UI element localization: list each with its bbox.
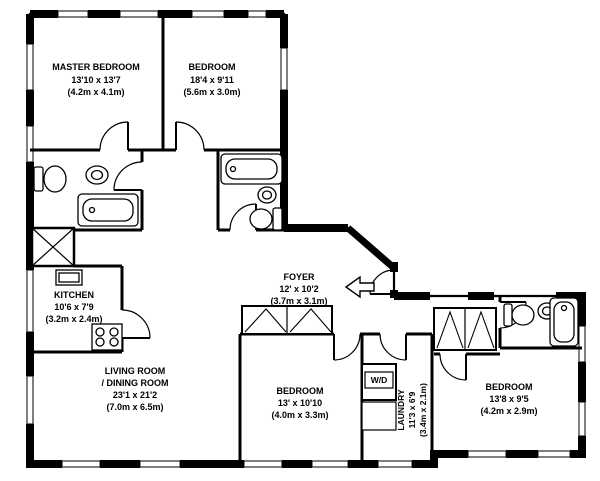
room-dim-imperial: 13'8 x 9'5 [489, 394, 528, 404]
closet-bedroom-middle [241, 305, 333, 335]
room-dim-imperial: 23'1 x 21'2 [113, 390, 157, 400]
closet-bedroom-right [433, 307, 497, 351]
room-name-line1: LIVING ROOM [105, 366, 166, 376]
kitchen-sink-icon [55, 269, 83, 286]
toilet-icon [33, 165, 67, 193]
room-dim-metric: (4.2m x 4.1m) [67, 87, 124, 97]
room-dim-imperial: 11'3 x 6'9 [407, 391, 417, 428]
room-label-kitchen: KITCHEN 10'6 x 7'9 (3.2m x 2.4m) [45, 290, 102, 324]
room-dim-metric: (4.0m x 3.3m) [271, 410, 328, 420]
windows [26, 10, 586, 468]
room-name: FOYER [283, 272, 315, 282]
room-name: BEDROOM [277, 386, 324, 396]
room-dim-metric: (5.6m x 3.0m) [183, 87, 240, 97]
sink-icon [85, 165, 109, 185]
room-dim-imperial: 13'10 x 13'7 [71, 75, 120, 85]
toilet-icon [249, 207, 283, 231]
room-dim-metric: (3.4m x 2.1m) [418, 383, 428, 437]
bathtub-icon [77, 193, 139, 227]
room-name: BEDROOM [189, 62, 236, 72]
wall-poche [26, 10, 586, 468]
room-dim-metric: (7.0m x 6.5m) [106, 402, 163, 412]
bathtub-icon [220, 153, 283, 185]
room-name: MASTER BEDROOM [52, 62, 140, 72]
stove-icon [91, 323, 123, 351]
room-label-laundry: LAUNDRY 11'3 x 6'9 (3.4m x 2.1m) [396, 383, 428, 437]
room-dim-imperial: 10'6 x 7'9 [54, 302, 93, 312]
washer-dryer-label: W/D [371, 375, 388, 385]
toilet-icon [503, 303, 535, 327]
room-label-bedroom-middle: BEDROOM 13' x 10'10 (4.0m x 3.3m) [271, 386, 328, 420]
room-name: KITCHEN [54, 290, 94, 300]
room-dim-imperial: 12' x 10'2 [279, 284, 318, 294]
room-dim-imperial: 13' x 10'10 [278, 398, 322, 408]
room-name: BEDROOM [486, 382, 533, 392]
room-dim-metric: (3.2m x 2.4m) [45, 314, 102, 324]
room-dim-metric: (4.2m x 2.9m) [480, 406, 537, 416]
room-name: LAUNDRY [396, 389, 406, 431]
room-label-bedroom-right: BEDROOM 13'8 x 9'5 (4.2m x 2.9m) [480, 382, 537, 416]
sink-icon [257, 186, 277, 204]
entry-arrow-icon [344, 275, 375, 299]
washer-dryer-box: W/D [361, 363, 397, 431]
room-dim-metric: (3.7m x 3.1m) [270, 296, 327, 306]
elevator-shaft [30, 226, 76, 268]
room-label-master-bedroom: MASTER BEDROOM 13'10 x 13'7 (4.2m x 4.1m… [52, 62, 140, 97]
room-label-foyer: FOYER 12' x 10'2 (3.7m x 3.1m) [270, 272, 327, 306]
room-name-line2: / DINING ROOM [102, 378, 169, 388]
room-label-living-dining: LIVING ROOM / DINING ROOM 23'1 x 21'2 (7… [102, 366, 169, 412]
room-label-bedroom-top: BEDROOM 18'4 x 9'11 (5.6m x 3.0m) [183, 62, 240, 97]
room-dim-imperial: 18'4 x 9'11 [190, 75, 234, 85]
bathtub-icon [549, 297, 579, 347]
